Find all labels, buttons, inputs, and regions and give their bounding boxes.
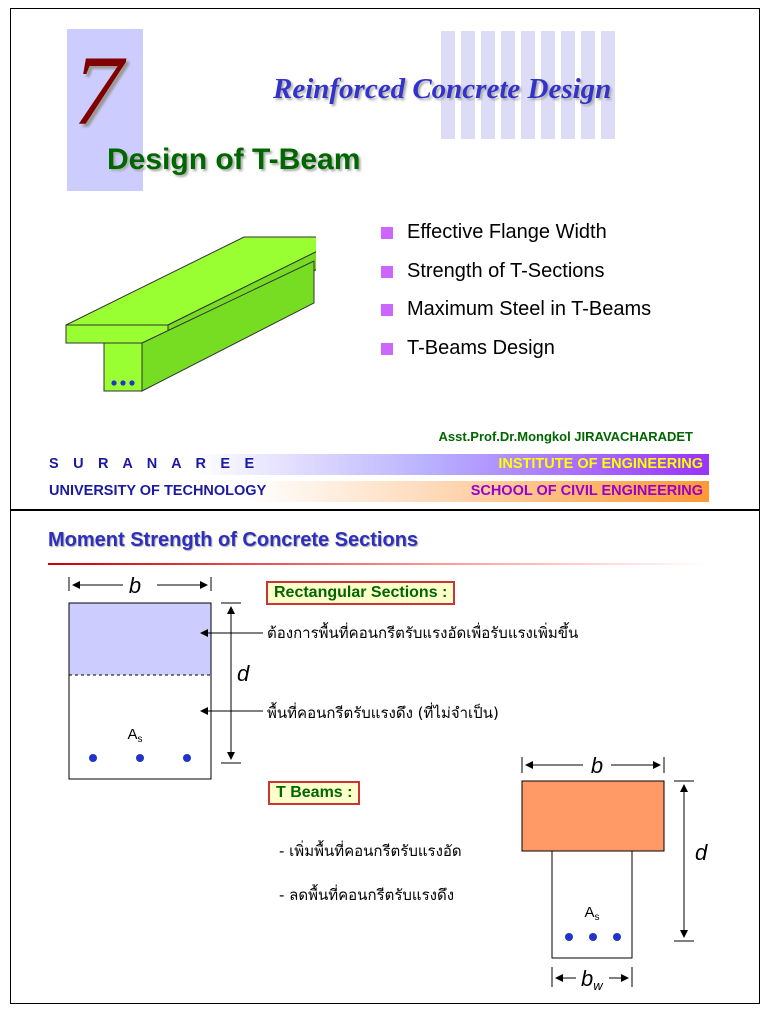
topic-item: T-Beams Design — [381, 333, 651, 372]
t-beams-label: T Beams : — [268, 781, 361, 805]
chapter-number-box — [67, 29, 143, 191]
topic-item: Effective Flange Width — [381, 217, 651, 256]
b-symbol-t: b — [591, 753, 603, 778]
rebar-dot — [589, 933, 597, 941]
b-symbol: b — [129, 573, 141, 598]
school-name: SCHOOL OF CIVIL ENGINEERING — [470, 483, 703, 499]
institute-name: INSTITUTE OF ENGINEERING — [498, 456, 703, 472]
footer-band-bottom: UNIVERSITY OF TECHNOLOGY SCHOOL OF CIVIL… — [49, 481, 709, 502]
rebar-dot — [89, 754, 97, 762]
rectangular-sections-label: Rectangular Sections : — [266, 581, 456, 605]
footer-band-top: S U R A N A R E E INSTITUTE OF ENGINEERI… — [49, 454, 709, 475]
university-name-line1: S U R A N A R E E — [49, 456, 260, 472]
rebar-dot — [111, 380, 117, 386]
t-section-diagram: b As d bw — [521, 753, 708, 993]
topic-item: Strength of T-Sections — [381, 256, 651, 295]
rebar-dot — [120, 380, 126, 386]
rectangular-section-diagram: b As d — [68, 573, 263, 780]
decorative-stripes — [441, 31, 621, 139]
author-name: Asst.Prof.Dr.Mongkol JIRAVACHARADET — [438, 429, 693, 444]
compression-zone — [69, 603, 211, 675]
d-symbol-t: d — [695, 840, 708, 865]
as-symbol: As — [127, 726, 142, 745]
rebar-dot — [565, 933, 573, 941]
topic-list: Effective Flange Width Strength of T-Sec… — [381, 217, 651, 371]
square-bullet-icon — [381, 265, 393, 278]
square-bullet-icon — [381, 342, 393, 355]
title-slide: 7 Reinforced Concrete Design Design of T… — [10, 8, 760, 510]
rebar-dot — [613, 933, 621, 941]
chapter-title: Design of T-Beam — [107, 143, 361, 176]
flange-compression-zone — [521, 780, 665, 852]
web-outline — [551, 851, 633, 959]
chapter-number: 7 — [73, 35, 123, 146]
square-bullet-icon — [381, 304, 393, 316]
t-beam-note: - เพิ่มพื้นที่คอนกรีตรับแรงอัด — [279, 842, 462, 860]
topic-item: Maximum Steel in T-Beams — [381, 294, 651, 333]
section-diagrams: b As d b As — [68, 573, 708, 993]
tension-area-note: พื้นที่คอนกรีตรับแรงดึง (ที่ไม่จำเป็น) — [267, 704, 499, 722]
rebar-dot — [129, 380, 135, 386]
rebar-dot — [183, 754, 191, 762]
compression-need-note: ต้องการพื้นที่คอนกรีตรับแรงอัดเพื่อรับแร… — [267, 624, 579, 642]
content-slide: Moment Strength of Concrete Sections b A… — [10, 510, 760, 1004]
square-bullet-icon — [381, 227, 393, 239]
d-symbol: d — [237, 661, 250, 686]
title-underline — [48, 563, 708, 565]
university-name-line2: UNIVERSITY OF TECHNOLOGY — [49, 483, 267, 499]
t-beam-note: - ลดพื้นที่คอนกรีตรับแรงดึง — [279, 886, 455, 904]
rect-section-outline — [68, 602, 212, 780]
slide-title: Moment Strength of Concrete Sections — [48, 529, 419, 551]
course-title: Reinforced Concrete Design — [273, 73, 612, 105]
rebar-dot — [136, 754, 144, 762]
bw-symbol: bw — [581, 966, 604, 993]
as-symbol-t: As — [584, 904, 599, 923]
t-beam-3d-illustration — [65, 236, 316, 392]
